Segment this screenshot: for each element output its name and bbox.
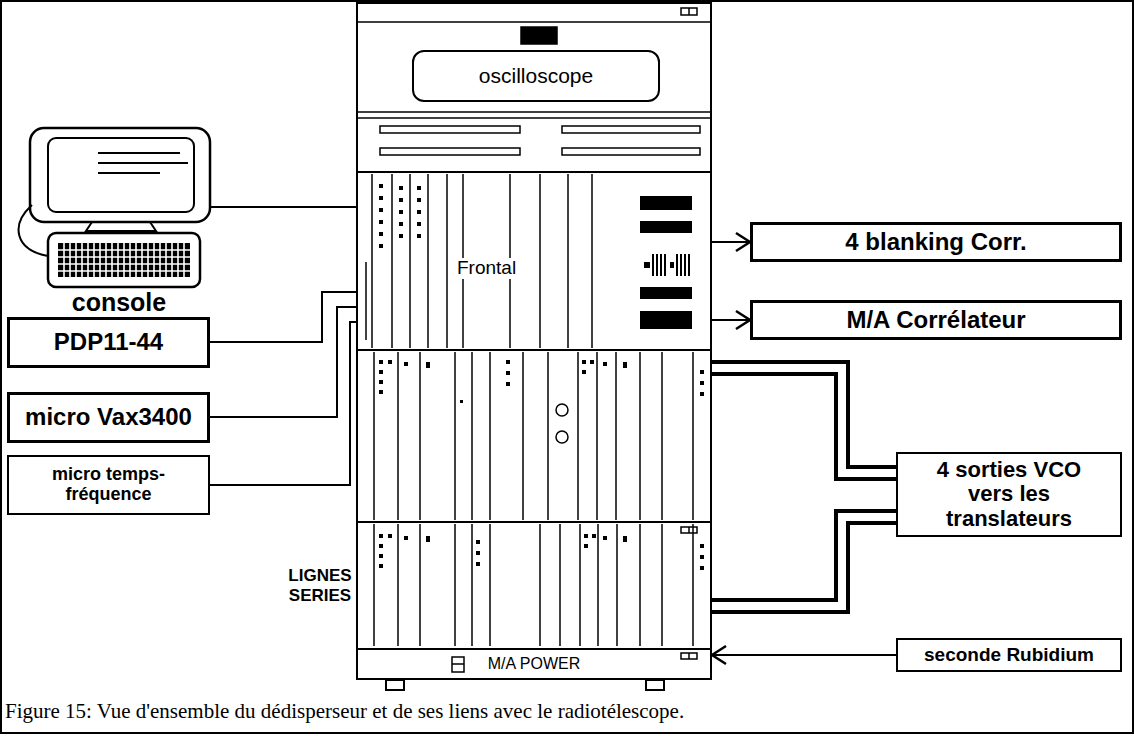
connector-line: [712, 319, 750, 321]
node-text: Frontal: [454, 258, 519, 279]
connector: [712, 233, 750, 251]
computer-box: micro Vax3400: [7, 392, 210, 443]
connector-line: [210, 292, 356, 342]
computer-box: PDP11-44: [7, 317, 210, 368]
input-box: seconde Rubidium: [896, 638, 1122, 672]
node-text: micro temps-fréquence: [24, 465, 194, 505]
figure-caption: Figure 15: Vue d'ensemble du dédisperseu…: [5, 699, 684, 724]
connector: [712, 646, 896, 664]
rack-cabinet: Frontal oscilloscopeM/A POWER: [356, 2, 712, 680]
connector-line: [712, 374, 896, 479]
output-box: M/A Corrélateur: [750, 300, 1122, 340]
connector-line: [712, 362, 896, 467]
computer-box: micro temps-fréquence: [7, 455, 210, 515]
node-text: M/A Corrélateur: [846, 307, 1025, 333]
node-text: PDP11-44: [54, 329, 163, 355]
connector-line: [210, 206, 356, 208]
node-text: micro Vax3400: [25, 404, 192, 430]
power-band: M/A POWER: [358, 648, 710, 678]
node-text: M/A POWER: [488, 655, 580, 673]
connector-line: [210, 307, 356, 417]
node-text: seconde Rubidium: [924, 645, 1094, 666]
node-text: 4 sorties VCO vers les translateurs: [924, 458, 1094, 531]
connector-line: [210, 322, 356, 485]
connector: [210, 322, 356, 485]
arrowhead: [736, 233, 750, 251]
connector: [210, 292, 356, 342]
connector: [712, 311, 750, 329]
output-box: 4 blanking Corr.: [750, 222, 1122, 262]
connector: [210, 307, 356, 417]
oscilloscope-panel: oscilloscope: [412, 50, 660, 102]
connector: [712, 374, 896, 479]
arrowhead: [736, 311, 750, 329]
connector-line: [712, 654, 896, 656]
connector: [712, 362, 896, 467]
arrowhead: [712, 646, 726, 664]
node-text: oscilloscope: [479, 64, 593, 87]
connector: [210, 207, 356, 208]
output-box: 4 sorties VCO vers les translateurs: [896, 452, 1122, 537]
connector: [712, 523, 896, 612]
serial-lines-label: LIGNES SERIES: [286, 566, 354, 605]
console-terminal: console: [28, 120, 210, 318]
node-text: console: [72, 289, 166, 319]
node-text: 4 blanking Corr.: [845, 229, 1026, 255]
connector-line: [712, 241, 750, 243]
connector-line: [712, 523, 896, 612]
